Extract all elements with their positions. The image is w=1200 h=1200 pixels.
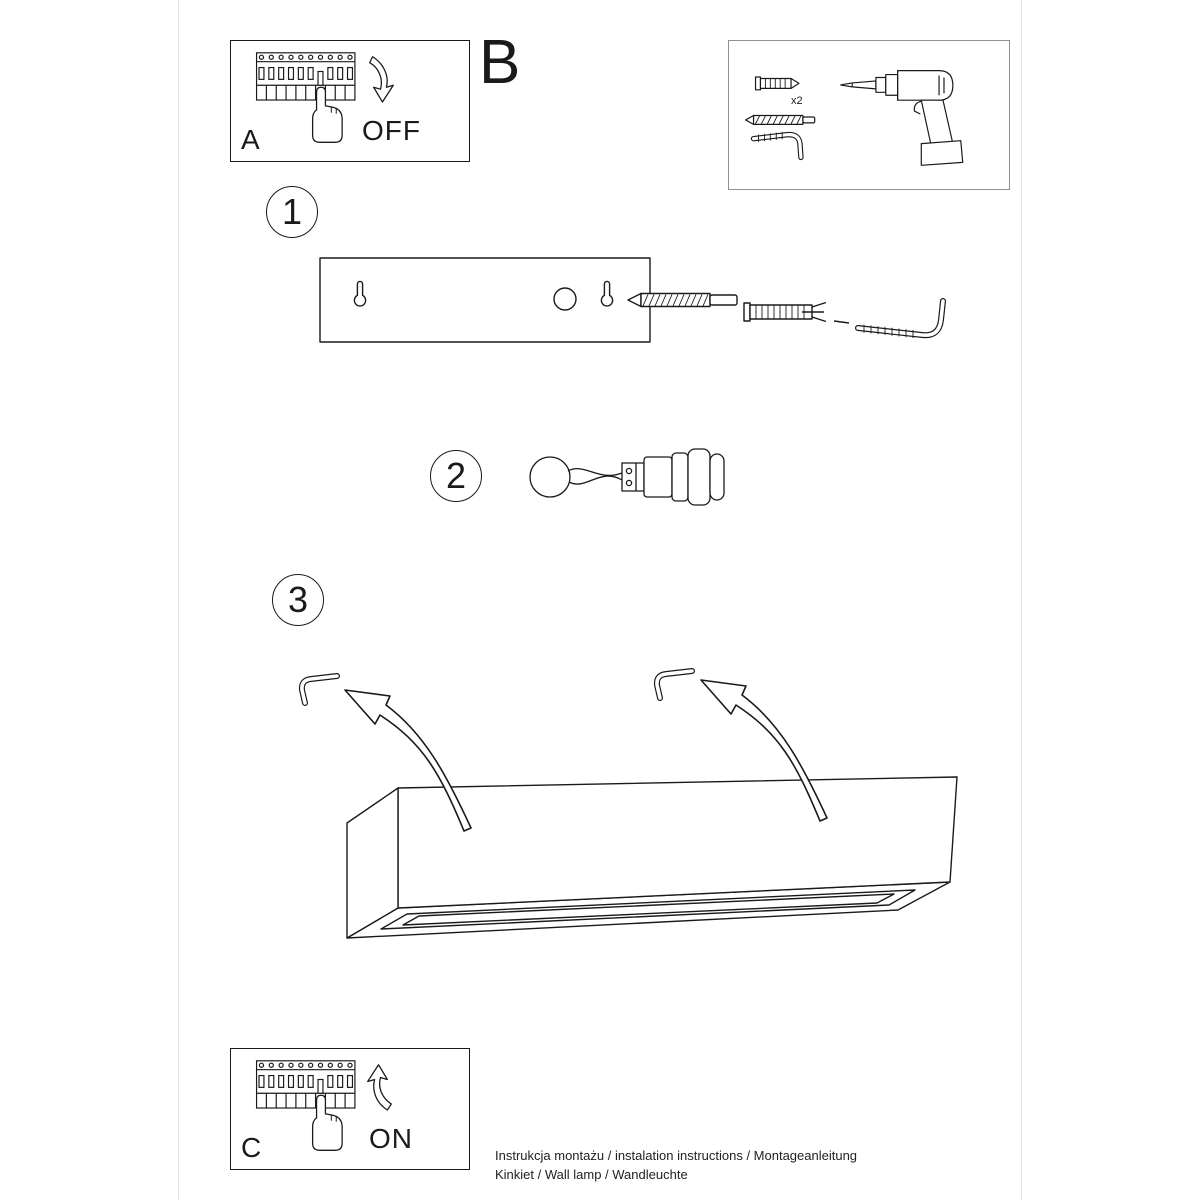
step-2-illustration (529, 448, 725, 506)
wire (568, 475, 623, 485)
terminal-screw (625, 479, 633, 487)
wire-loop-icon (529, 456, 571, 498)
lamp-left-face (346, 787, 399, 939)
lamp-diffuser-inner (402, 893, 895, 926)
wall-anchor-icon (743, 301, 827, 323)
step-1-number: 1 (281, 191, 303, 232)
drill-handle (920, 99, 954, 147)
step-3-illustration (298, 668, 958, 939)
step-2-number: 2 (445, 455, 467, 496)
section-b-label: B (479, 28, 521, 97)
power-on-illustration (255, 1060, 392, 1151)
curved-arrow-down-icon (369, 56, 394, 103)
screw-icon (627, 292, 738, 308)
footer-line-2: Kinkiet / Wall lamp / Wandleuchte (495, 1167, 688, 1182)
curved-arrow-left-icon (344, 689, 472, 832)
power-off-box: A OFF (230, 40, 470, 162)
plug-quantity-label: x2 (791, 95, 803, 107)
hook-screw-icon (855, 298, 946, 339)
step-3-number: 3 (287, 579, 309, 620)
power-on-text: ON (369, 1123, 413, 1154)
footer: Instrukcja montażu / instalation instruc… (495, 1146, 857, 1184)
footer-line-1: Instrukcja montażu / instalation instruc… (495, 1148, 858, 1163)
page-edge-right (1021, 0, 1022, 1200)
terminal-screw (625, 467, 633, 475)
power-off-text: OFF (362, 115, 421, 146)
mounting-plate-icon (319, 257, 651, 343)
step-1-illustration (319, 257, 946, 343)
curved-arrow-up-icon (367, 1064, 392, 1111)
hook-screw-right-icon (653, 668, 695, 701)
hook-screw-left-icon (298, 673, 340, 706)
drill-trigger (913, 100, 922, 115)
drill-bit-icon (851, 80, 877, 90)
step-3-marker: 3 (272, 574, 324, 626)
drill-icon (840, 70, 964, 166)
wall-lamp-icon (346, 776, 958, 939)
cable-hole-icon (553, 287, 577, 311)
screw-icon (745, 114, 816, 125)
box-a-label: A (241, 124, 260, 155)
wire (567, 468, 623, 476)
tools-box: x2 (728, 40, 1010, 190)
keyhole-slot-left-icon (353, 280, 367, 307)
dash-separator (833, 320, 850, 324)
step-2-marker: 2 (430, 450, 482, 502)
power-off-illustration (255, 52, 394, 143)
wall-plug-icon (754, 76, 800, 91)
power-on-box: C ON (230, 1048, 470, 1170)
step-1-marker: 1 (266, 186, 318, 238)
tools-illustration (745, 70, 964, 166)
hook-screw-icon (750, 131, 804, 161)
page-edge-left (178, 0, 179, 1200)
box-c-label: C (241, 1132, 262, 1163)
curved-arrow-right-icon (700, 679, 828, 822)
drill-battery (920, 140, 964, 166)
lamp-socket-icon (621, 448, 725, 506)
keyhole-slot-right-icon (600, 280, 614, 307)
